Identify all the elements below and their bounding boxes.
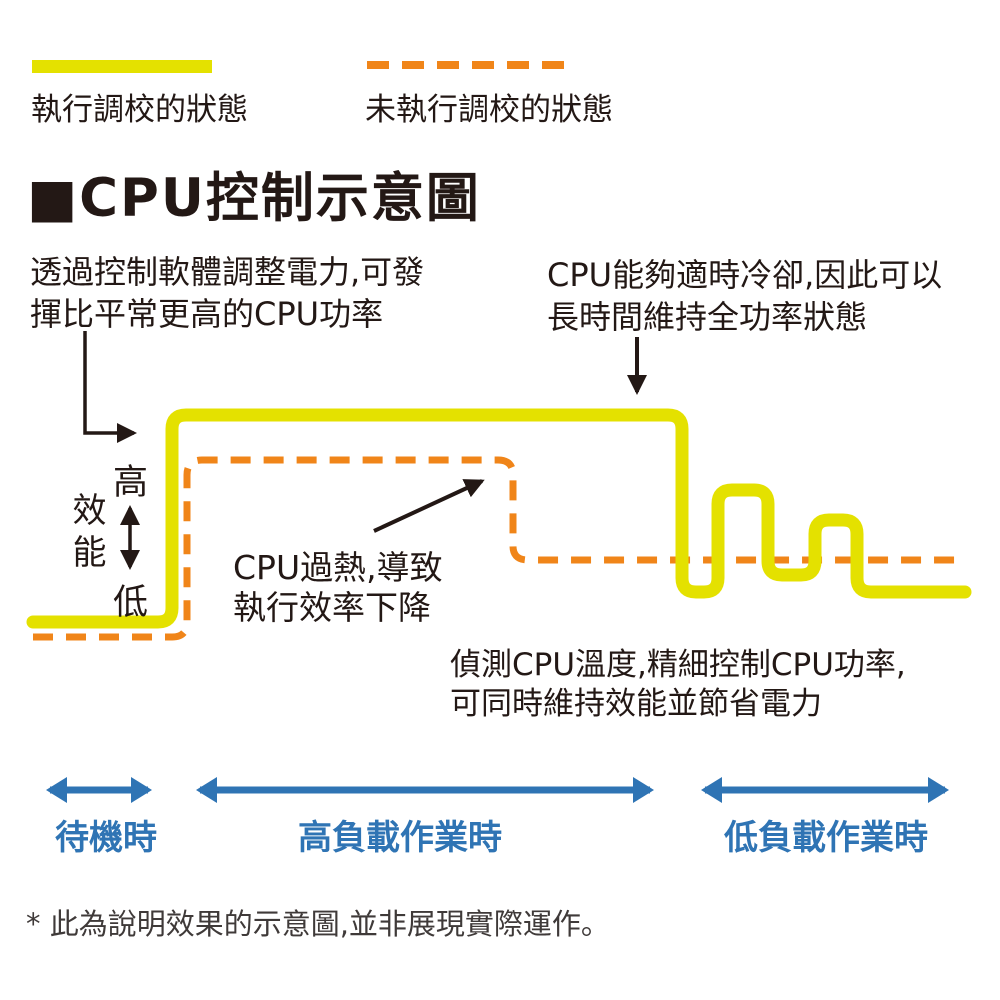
page-title: ■CPU控制示意圖 [27, 168, 481, 229]
untuned-legend-label: 未執行調校的狀態 [365, 92, 613, 128]
overheat-annotation-line1: CPU過熱,導致 [233, 548, 443, 587]
overheat-annotation-arrow [373, 479, 485, 533]
detect-annotation-line2: 可同時維持效能並節省電力 [450, 686, 822, 722]
zone-label-high-load: 高負載作業時 [298, 818, 502, 858]
cooling-annotation-line2: 長時間維持全功率狀態 [547, 298, 868, 336]
untuned-state-line [33, 456, 965, 641]
zone-label-standby: 待機時 [55, 818, 157, 858]
boost-annotation-line1: 透過控制軟體調整電力,可發 [30, 253, 425, 291]
tuned-line-swatch [32, 60, 212, 73]
overheat-annotation-line2: 執行效率下降 [233, 588, 431, 627]
cooling-annotation-line1: CPU能夠適時冷卻,因此可以 [547, 256, 943, 294]
untuned-line-swatch [367, 61, 571, 69]
tuned-legend-label: 執行調校的狀態 [31, 92, 248, 128]
axis-high-label: 高 [113, 463, 149, 503]
detect-annotation-line1: 偵測CPU溫度,精細控制CPU功率, [450, 647, 906, 683]
disclaimer-footnote: * 此為說明效果的示意圖,並非展現實際運作。 [26, 907, 610, 941]
boost-annotation-arrow [83, 331, 137, 443]
axis-low-label: 低 [113, 583, 149, 623]
tuned-state-line [26, 408, 972, 629]
zone-label-low-load: 低負載作業時 [724, 818, 928, 858]
boost-annotation-line2: 揮比平常更高的CPU功率 [30, 295, 384, 333]
performance-axis-label: 效能 [66, 492, 106, 576]
